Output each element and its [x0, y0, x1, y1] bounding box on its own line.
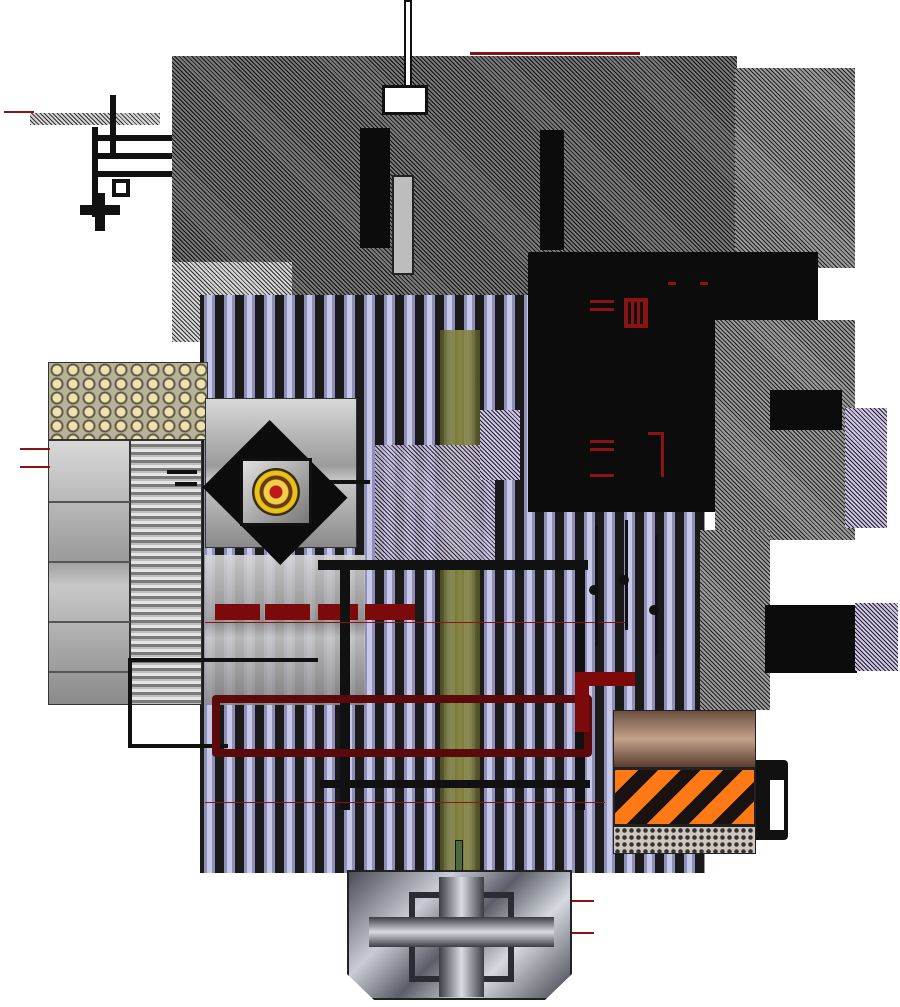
steel-slab-lower: [205, 555, 365, 705]
hazard-stripes-icon: [613, 768, 756, 826]
top-red-line: [470, 52, 640, 55]
mesh-panel-center: [375, 445, 495, 565]
top-pipe-elbow: [382, 85, 428, 115]
machine-right-vent: [845, 408, 887, 528]
conduit-horizontal-top: [318, 560, 588, 570]
circuit-traces: [585, 515, 695, 665]
grate-icon: [613, 826, 756, 854]
machine-right-lower: [700, 530, 770, 710]
machine-right-block: [765, 605, 857, 673]
spiked-frame: [613, 710, 756, 768]
ornate-pedestal-icon: [347, 870, 572, 1000]
machine-right-slot: [770, 390, 842, 430]
console-box: [540, 130, 564, 250]
red-pipe-loop: [212, 695, 592, 757]
red-trace-line: [205, 622, 625, 623]
mesh-panel-right: [480, 410, 520, 480]
machine-right-upper: [715, 320, 855, 540]
left-edge-red-line: [20, 448, 50, 450]
console-column: [360, 128, 390, 248]
left-frame-line: [128, 658, 132, 748]
red-pipe-segments: [215, 604, 260, 620]
steel-vent-panel: [130, 440, 202, 705]
conduit-vertical-left: [340, 560, 350, 810]
pedestal-red-line: [572, 900, 594, 902]
console-light-panel: [392, 175, 414, 275]
steel-plate-left: [48, 440, 131, 705]
olive-conduit: [440, 330, 480, 870]
machinery-panel-right: [735, 68, 855, 268]
mechanical-eye-icon: [167, 420, 370, 565]
tan-tile-panel: [48, 362, 208, 440]
red-pipe-riser: [575, 672, 635, 686]
wire-cluster-top-left: [0, 95, 230, 235]
conduit-horizontal-bottom: [320, 780, 590, 788]
machine-right-vent-lower: [855, 603, 898, 671]
